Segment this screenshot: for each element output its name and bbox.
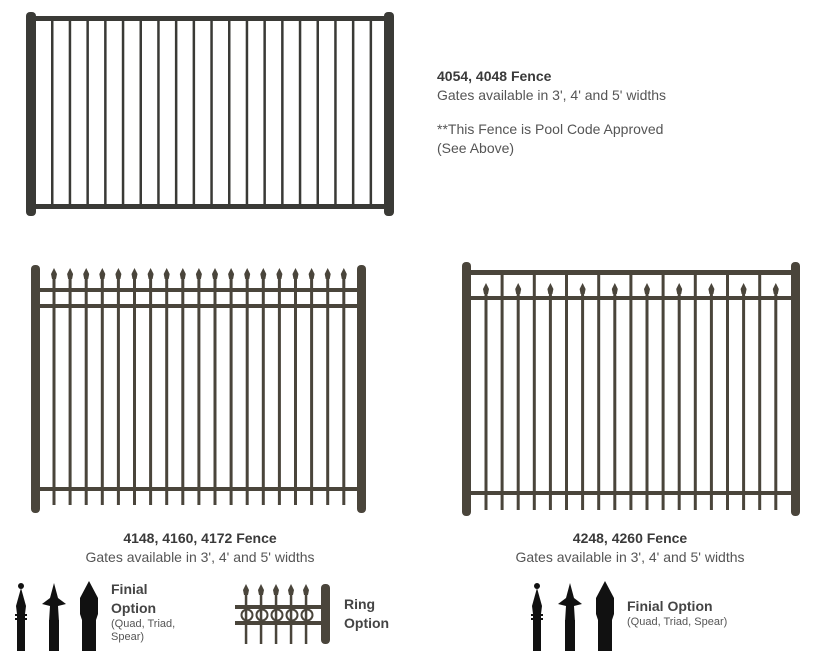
fence-3-info: 4248, 4260 Fence Gates available in 3', … — [470, 529, 790, 567]
fence-2-gates: Gates available in 3', 4' and 5' widths — [85, 549, 315, 565]
fence-1-note-2: (See Above) — [437, 140, 515, 156]
fence-1-info: 4054, 4048 Fence Gates available in 3', … — [437, 67, 737, 158]
fence-2-title: 4148, 4160, 4172 Fence — [123, 530, 277, 546]
fence-2-info: 4148, 4160, 4172 Fence Gates available i… — [40, 529, 360, 567]
fence-1-title: 4054, 4048 Fence — [437, 68, 552, 84]
finial-option-label: Finial Option (Quad, Triad, Spear) — [111, 581, 176, 643]
fence-3-title: 4248, 4260 Fence — [572, 530, 688, 546]
fence-1-note: **This Fence is Pool Code Approved — [437, 121, 664, 137]
fence-3-gates: Gates available in 3', 4' and 5' widths — [515, 549, 745, 565]
ring-option-label: Ring Option — [344, 596, 390, 631]
fence-1-gates: Gates available in 3', 4' and 5' widths — [437, 87, 667, 103]
finial-option-label-2: Finial Option (Quad, Triad, Spear) — [627, 598, 728, 628]
